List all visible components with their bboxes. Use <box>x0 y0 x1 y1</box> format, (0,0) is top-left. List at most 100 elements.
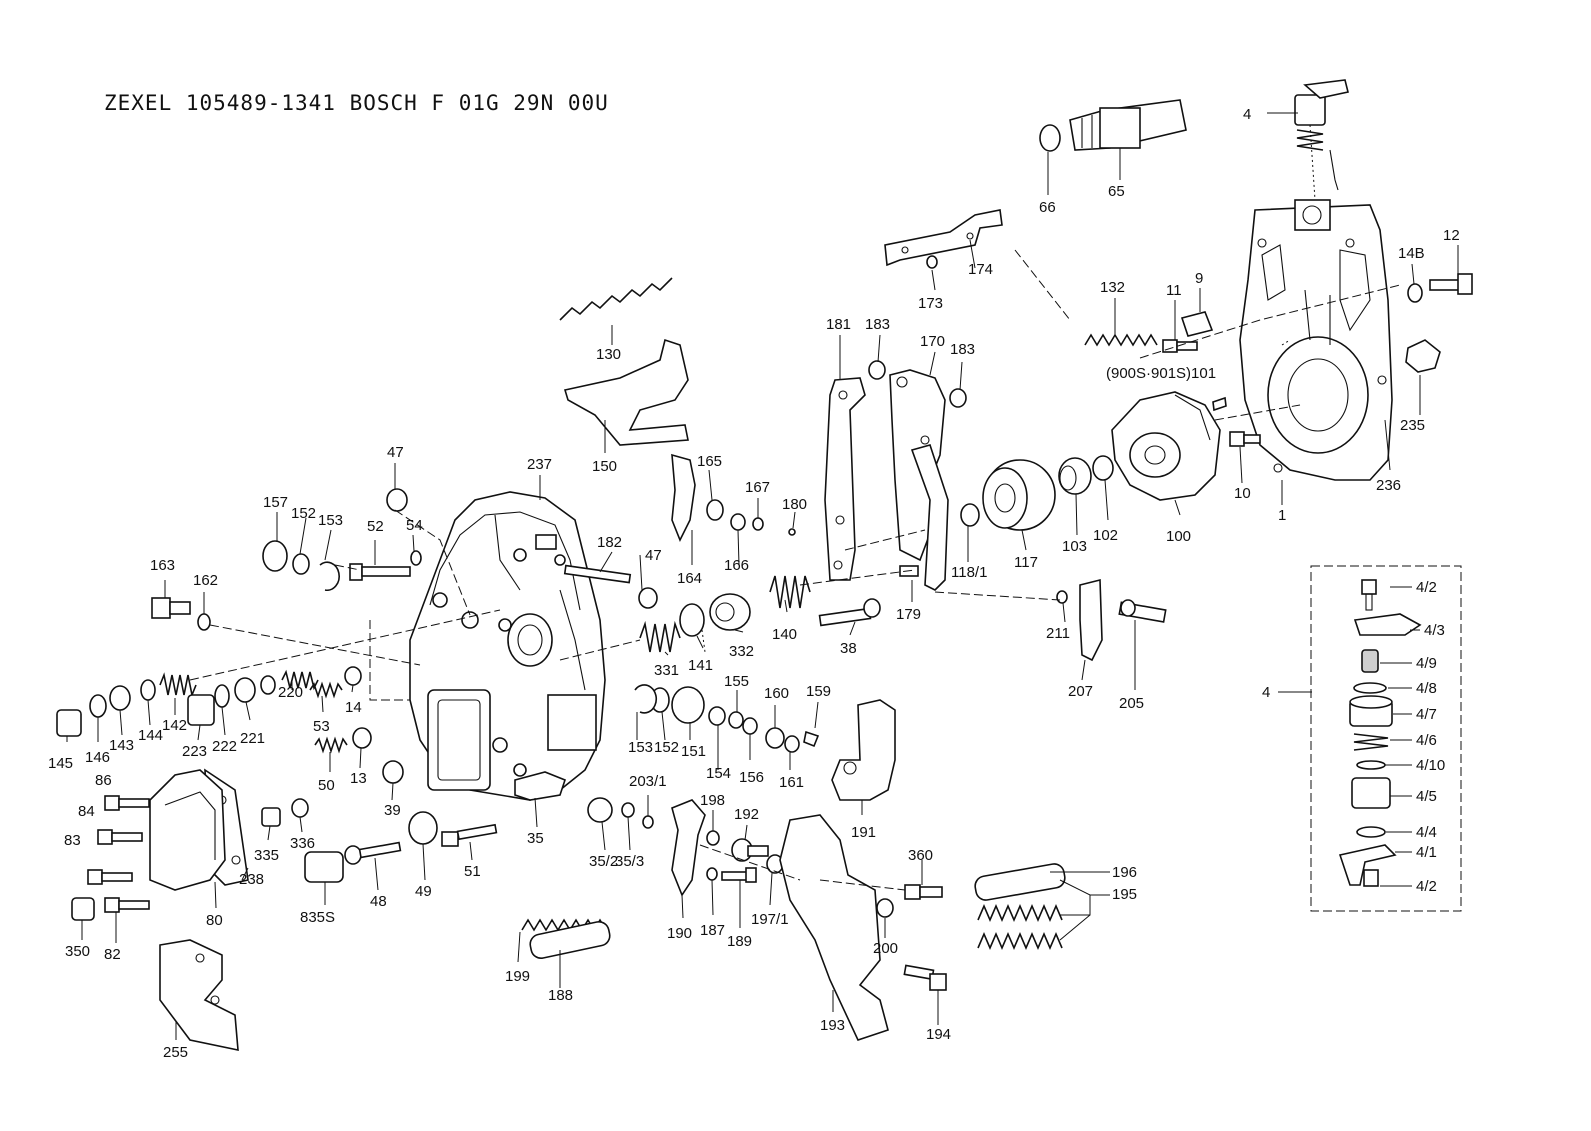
label-197-1: 197/1 <box>751 911 789 928</box>
clip-167 <box>752 517 764 531</box>
washer-220a <box>260 675 276 695</box>
flyweight-carrier-100 <box>1111 391 1221 501</box>
label-66: 66 <box>1039 199 1056 216</box>
screw-10 <box>1229 431 1261 447</box>
label-220: 220 <box>278 684 303 701</box>
screw-189 <box>721 867 757 883</box>
screw-142 <box>159 672 197 698</box>
lever-164 <box>671 453 696 542</box>
label-83: 83 <box>64 832 81 849</box>
washer-102 <box>1092 455 1114 481</box>
label-11: 11 <box>1166 282 1182 299</box>
label-132: 132 <box>1100 279 1125 296</box>
label-13: 13 <box>350 770 367 787</box>
nut-221 <box>234 677 256 703</box>
solenoid-65 <box>1069 99 1187 151</box>
label-164: 164 <box>677 570 702 587</box>
label-51: 51 <box>464 863 481 880</box>
sleeve-196 <box>974 863 1066 901</box>
label-140: 140 <box>772 626 797 643</box>
label-1: 1 <box>1278 507 1286 524</box>
washer-146 <box>89 694 107 718</box>
actuator-detail-parts <box>1338 579 1422 887</box>
washer-144 <box>140 679 156 701</box>
cap-223 <box>187 694 215 726</box>
key-159 <box>803 730 820 748</box>
label-50: 50 <box>318 777 335 794</box>
screw-84 <box>97 829 143 845</box>
label-192: 192 <box>734 806 759 823</box>
label-183b: 183 <box>950 341 975 358</box>
spring-165 <box>706 499 724 521</box>
label-200: 200 <box>873 940 898 957</box>
bolt-11 <box>1162 339 1198 353</box>
lever-170 <box>889 369 949 591</box>
label-47a: 47 <box>387 444 404 461</box>
label-156: 156 <box>739 769 764 786</box>
sleeve-117 <box>982 459 1056 531</box>
label-188: 188 <box>548 987 573 1004</box>
label-54: 54 <box>406 517 423 534</box>
label-100: 100 <box>1166 528 1191 545</box>
o-ring-66 <box>1039 124 1061 152</box>
bracket-255 <box>159 939 239 1052</box>
washer-54 <box>410 550 422 566</box>
washer-161 <box>784 735 800 753</box>
nut-14 <box>344 666 362 686</box>
label-4-6: 4/6 <box>1416 732 1437 749</box>
lever-181 <box>824 377 866 581</box>
label-14: 14 <box>345 699 362 716</box>
label-82: 82 <box>104 946 121 963</box>
plug-157 <box>262 540 288 572</box>
sleeve-188 <box>529 921 611 959</box>
part-labels: 4 12 14B 235 236 1 10 9 11 132 (900S·901… <box>48 106 1460 1061</box>
washer-166 <box>730 513 746 531</box>
label-141: 141 <box>688 657 713 674</box>
label-162: 162 <box>193 572 218 589</box>
screw-83 <box>87 869 133 885</box>
label-223: 223 <box>182 743 207 760</box>
label-4-2b: 4/2 <box>1416 878 1437 895</box>
label-38: 38 <box>840 640 857 657</box>
circlip-153b <box>634 684 658 714</box>
label-238: 238 <box>239 871 264 888</box>
label-159: 159 <box>806 683 831 700</box>
nut-13 <box>352 727 372 749</box>
bolt-12 <box>1429 273 1473 295</box>
stud-53 <box>309 681 343 699</box>
label-152a: 152 <box>291 505 316 522</box>
spring-195b <box>977 931 1063 951</box>
label-9: 9 <box>1195 270 1203 287</box>
bolt-47b <box>638 587 658 609</box>
label-4-2a: 4/2 <box>1416 579 1437 596</box>
screw-86 <box>104 795 150 811</box>
clip-173 <box>926 255 938 269</box>
sleeve-151 <box>671 686 705 724</box>
label-237: 237 <box>527 456 552 473</box>
washer-160 <box>765 727 785 749</box>
label-49: 49 <box>415 883 432 900</box>
label-151: 151 <box>681 743 706 760</box>
label-101: (900S·901S)101 <box>1106 365 1216 382</box>
label-4-3: 4/3 <box>1424 622 1445 639</box>
pin-180 <box>788 528 796 536</box>
label-205: 205 <box>1119 695 1144 712</box>
screw-82 <box>104 897 150 913</box>
nut-39 <box>382 760 404 784</box>
washer-155 <box>728 711 744 729</box>
label-153b: 153 <box>628 739 653 756</box>
nut-183a <box>868 360 886 380</box>
label-196: 196 <box>1112 864 1137 881</box>
housing-237 <box>409 491 606 801</box>
label-187: 187 <box>700 922 725 939</box>
label-157: 157 <box>263 494 288 511</box>
screw-194 <box>903 964 947 991</box>
nut-187 <box>706 867 718 881</box>
washer-203-1 <box>642 815 654 829</box>
washer-198 <box>706 830 720 846</box>
washer-336 <box>291 798 309 818</box>
o-ring-152a <box>292 553 310 575</box>
label-4: 4 <box>1243 106 1251 123</box>
washer-35-3 <box>621 802 635 818</box>
screw-220 <box>281 669 319 691</box>
